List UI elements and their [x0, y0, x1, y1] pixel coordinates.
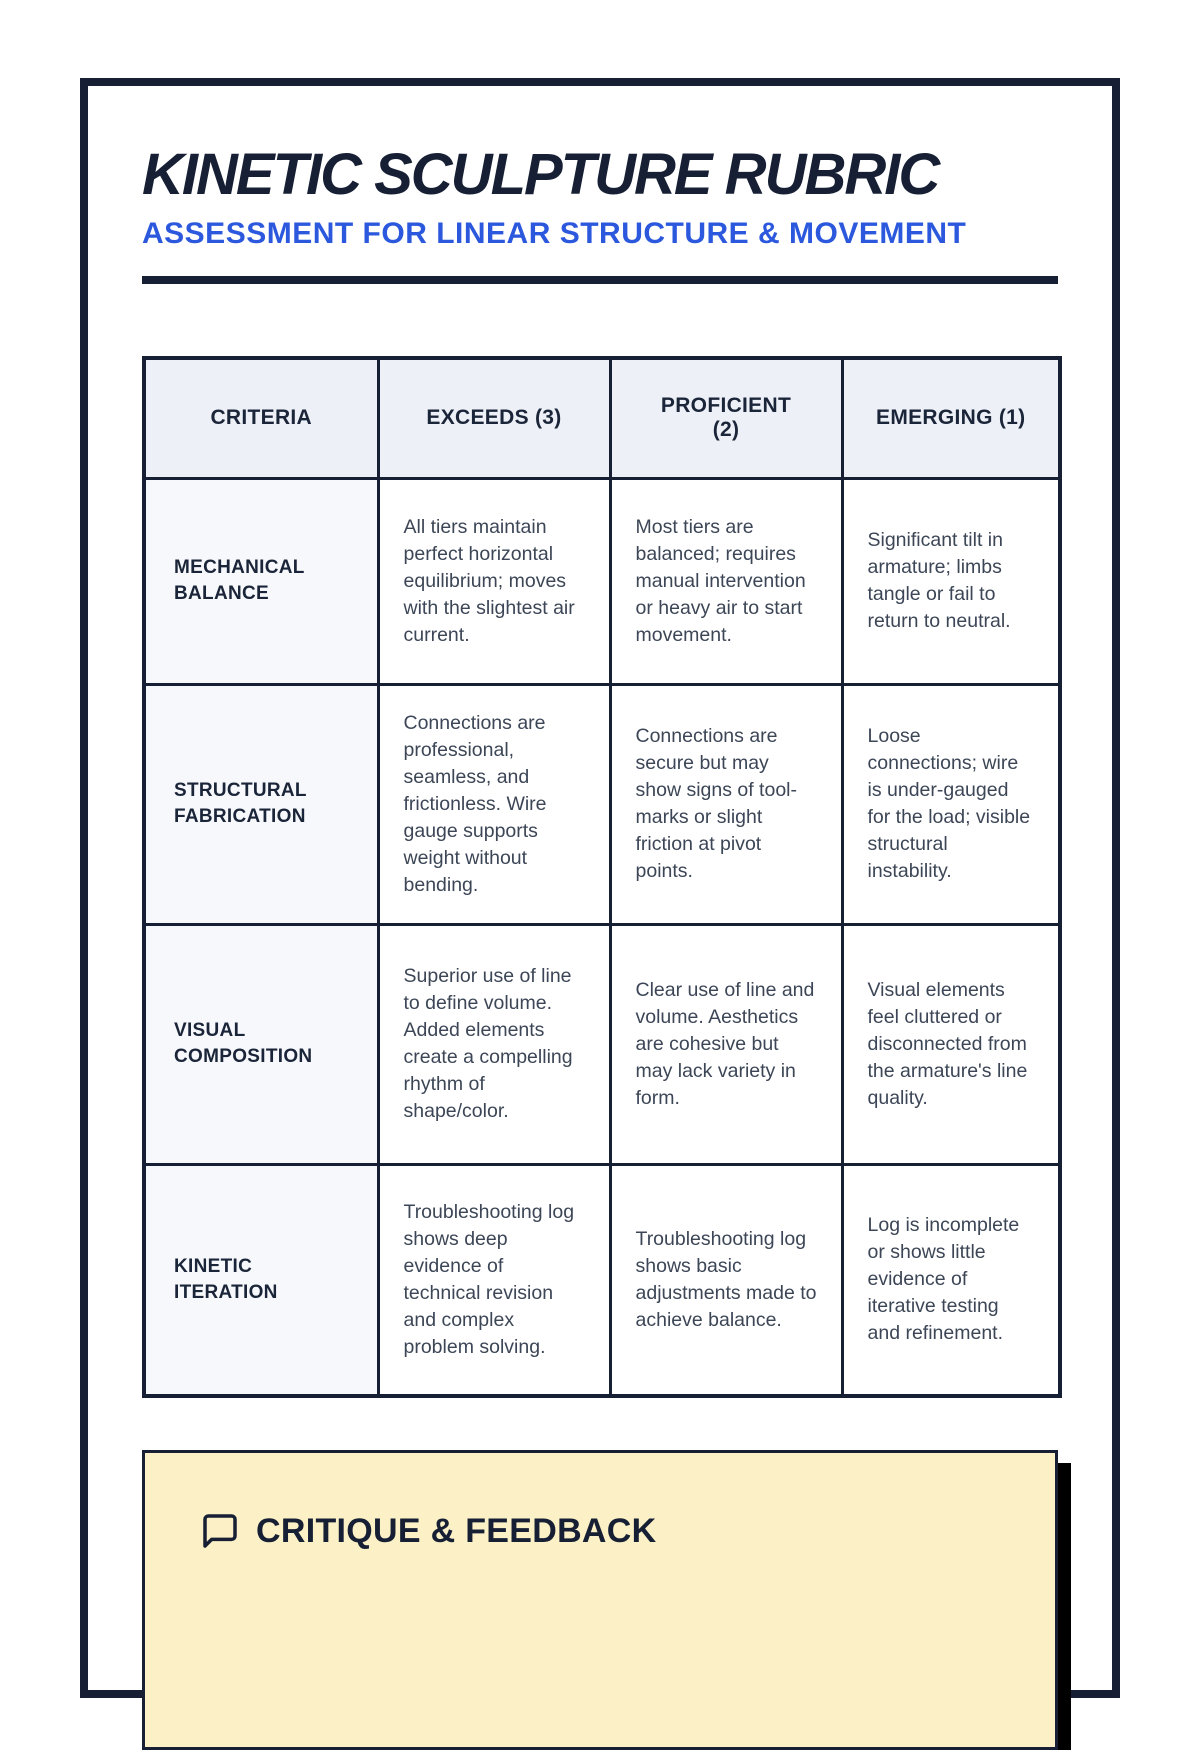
rubric-cell: Clear use of line and volume. Aesthetics…: [608, 922, 844, 1166]
rubric-cell: Log is incomplete or shows little eviden…: [840, 1162, 1062, 1398]
worksheet-page: KINETIC SCULPTURE RUBRIC ASSESSMENT FOR …: [80, 78, 1120, 1750]
rubric-cell: Significant tilt in armature; limbs tang…: [840, 476, 1062, 686]
critique-feedback-heading: CRITIQUE & FEEDBACK: [200, 1511, 1000, 1551]
rubric-cell: Superior use of line to define volume. A…: [376, 922, 612, 1166]
rubric-cell: Loose connections; wire is under-gauged …: [840, 682, 1062, 926]
criteria-label: KINETIC ITERATION: [142, 1162, 380, 1398]
page-subtitle: ASSESSMENT FOR LINEAR STRUCTURE & MOVEME…: [142, 217, 967, 250]
column-header-proficient: PROFICIENT (2): [608, 356, 844, 480]
rubric-cell: All tiers maintain perfect horizontal eq…: [376, 476, 612, 686]
column-header-emerging: EMERGING (1): [840, 356, 1062, 480]
critique-feedback-section: CRITIQUE & FEEDBACK: [142, 1450, 1058, 1750]
rubric-cell: Connections are secure but may show sign…: [608, 682, 844, 926]
speech-bubble-icon: [203, 1514, 237, 1548]
criteria-label: STRUCTURAL FABRICATION: [142, 682, 380, 926]
rubric-cell: Troubleshooting log shows deep evidence …: [376, 1162, 612, 1398]
criteria-label: MECHANICAL BALANCE: [142, 476, 380, 686]
column-header-exceeds: EXCEEDS (3): [376, 356, 612, 480]
rubric-cell: Visual elements feel cluttered or discon…: [840, 922, 1062, 1166]
table-row: STRUCTURAL FABRICATION Connections are p…: [142, 682, 1062, 926]
table-row: MECHANICAL BALANCE All tiers maintain pe…: [142, 476, 1062, 686]
column-header-criteria: CRITERIA: [142, 356, 380, 480]
criteria-label: VISUAL COMPOSITION: [142, 922, 380, 1166]
rubric-cell: Troubleshooting log shows basic adjustme…: [608, 1162, 844, 1398]
table-row: VISUAL COMPOSITION Superior use of line …: [142, 922, 1062, 1166]
table-row: KINETIC ITERATION Troubleshooting log sh…: [142, 1162, 1062, 1398]
rubric-cell: Connections are professional, seamless, …: [376, 682, 612, 926]
critique-feedback-label: CRITIQUE & FEEDBACK: [256, 1511, 657, 1550]
rubric-table: CRITERIA EXCEEDS (3) PROFICIENT (2) EMER…: [142, 356, 1062, 1398]
table-header-row: CRITERIA EXCEEDS (3) PROFICIENT (2) EMER…: [142, 356, 1062, 480]
title-divider: [142, 276, 1058, 284]
rubric-cell: Most tiers are balanced; requires manual…: [608, 476, 844, 686]
page-title: KINETIC SCULPTURE RUBRIC: [142, 142, 940, 207]
